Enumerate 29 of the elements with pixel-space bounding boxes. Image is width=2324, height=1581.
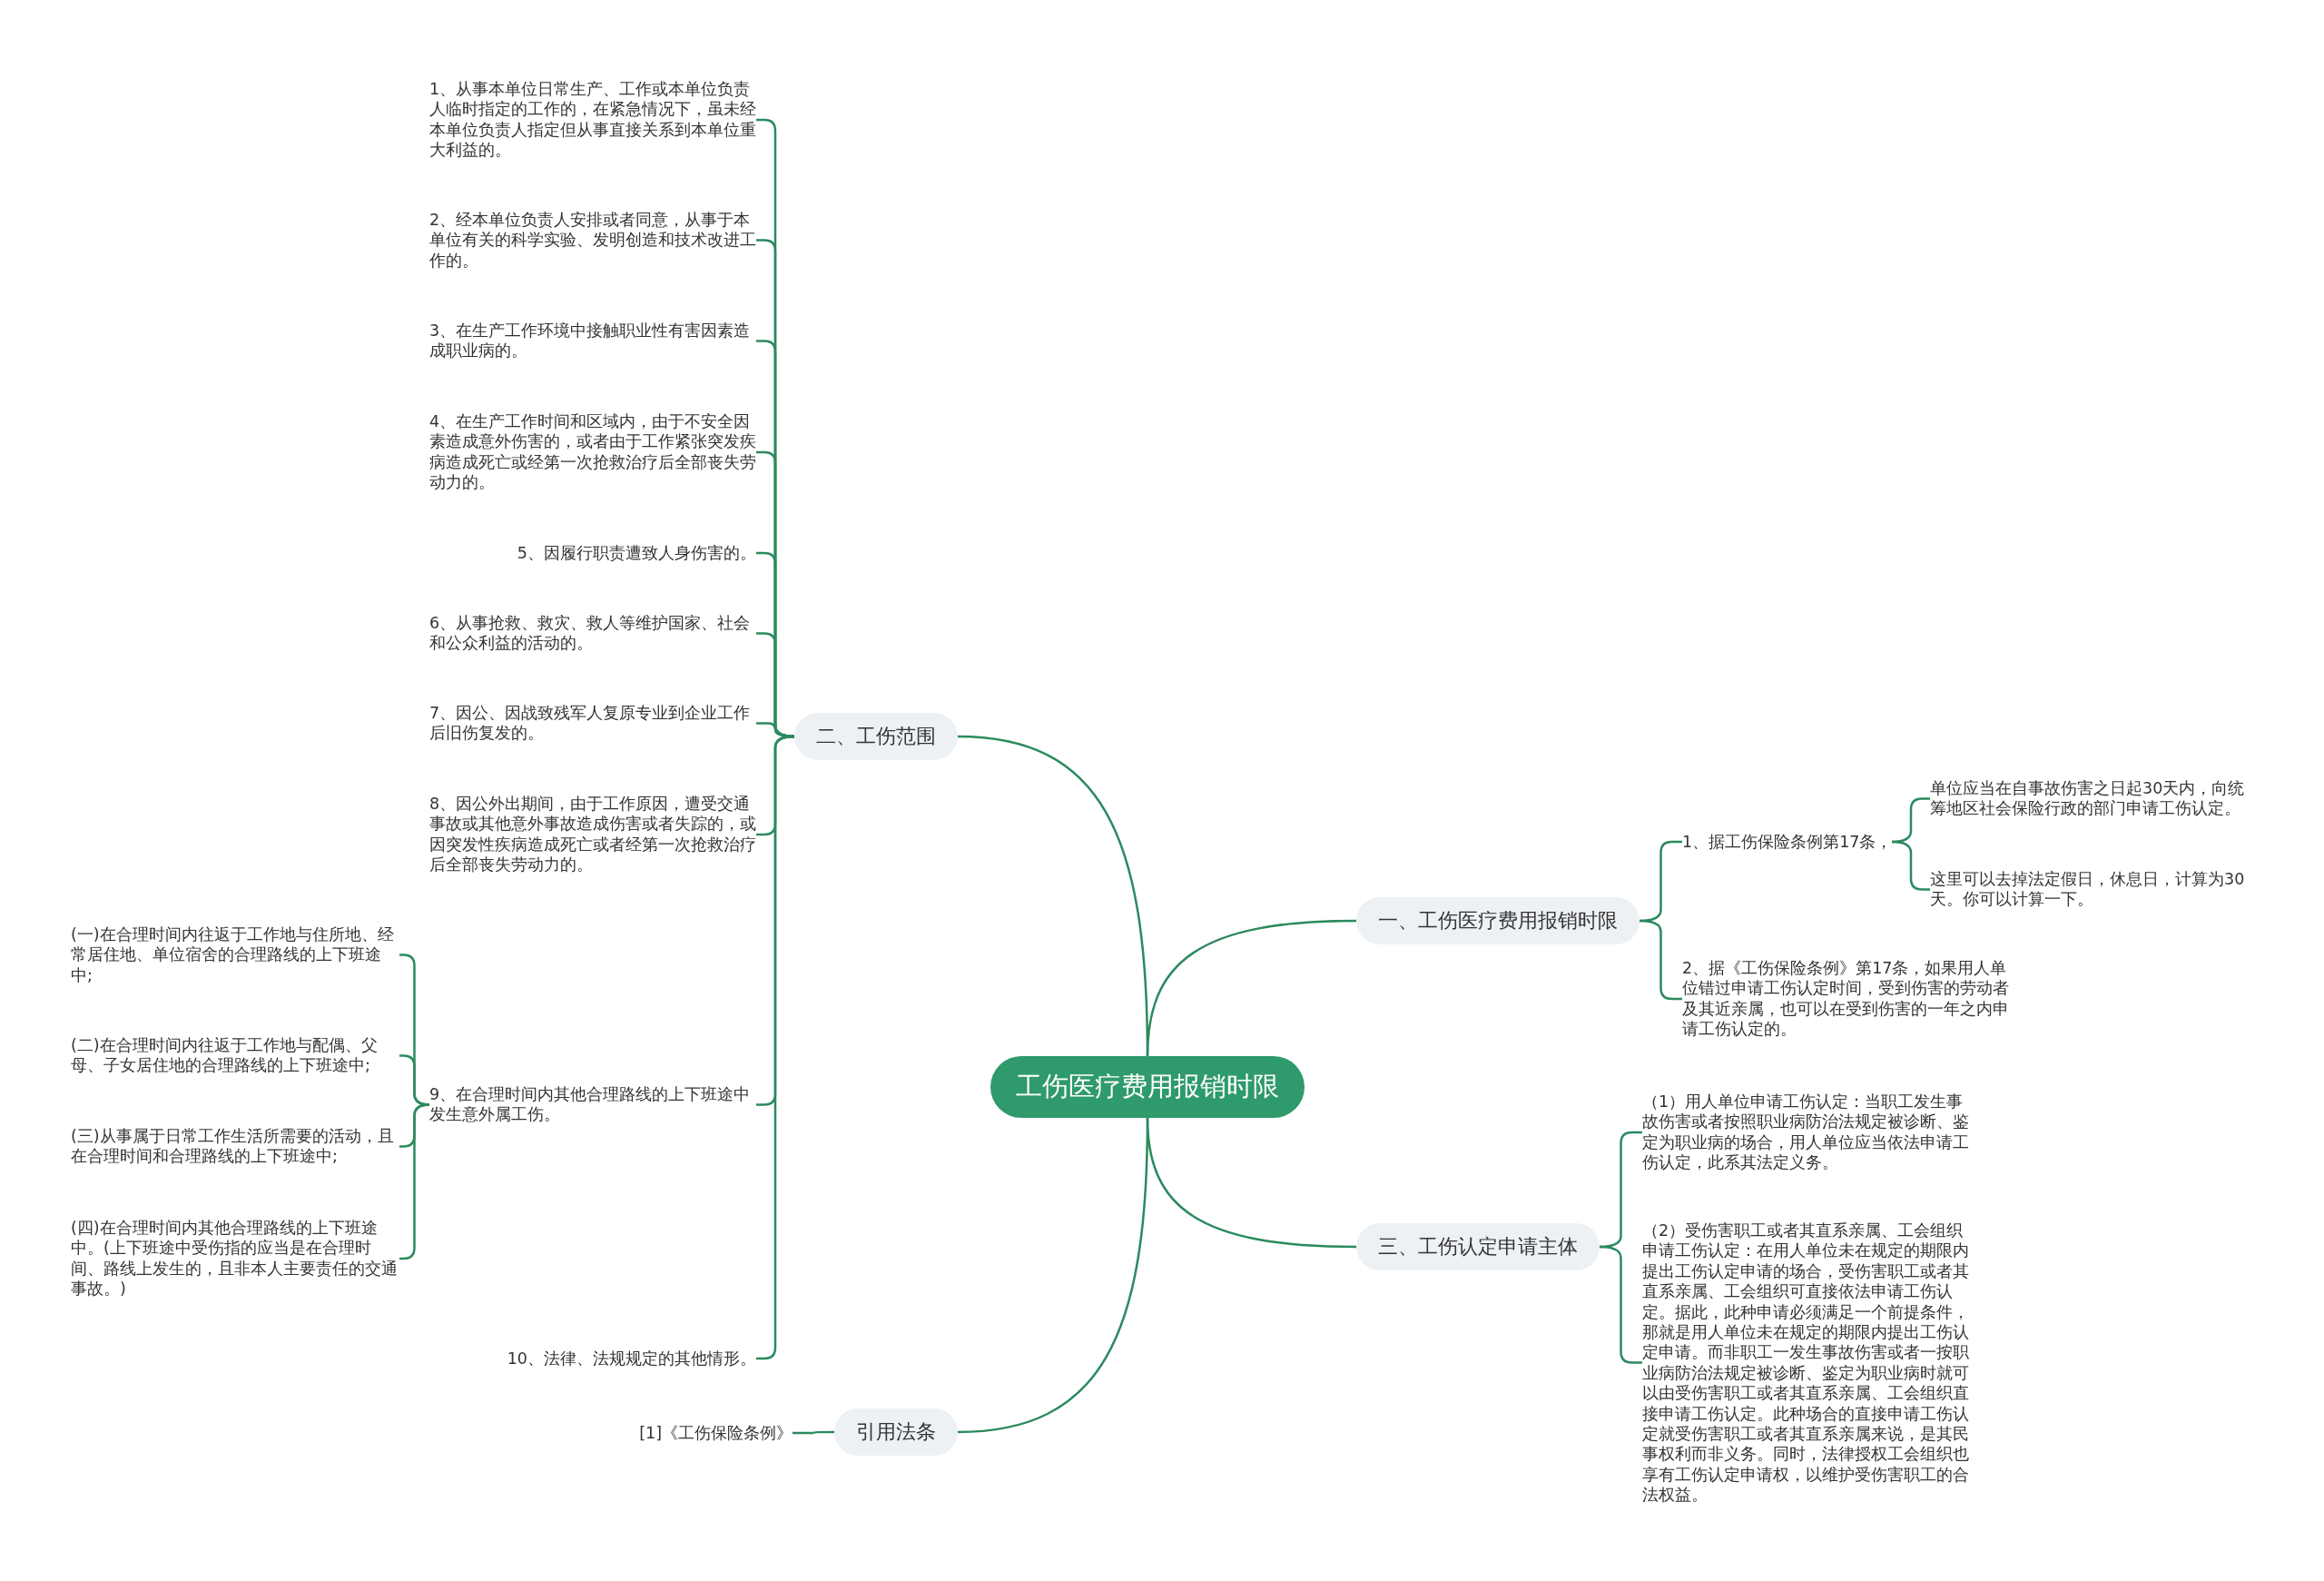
- connector-line: [793, 1430, 834, 1435]
- topic-text: 4、在生产工作时间和区域内，由于不安全因素造成意外伤害的，或者由于工作紧张突发疾病造成死亡或经第一次抢救治疗后全部丧失劳动力的。: [429, 410, 756, 495]
- topic-text: 7、因公、因战致残军人复原专业到企业工作后旧伤复发的。: [429, 701, 756, 746]
- topic-text: 2、经本单位负责人安排或者同意，从事于本单位有关的科学实验、发明创造和技术改进工作的。: [429, 208, 756, 273]
- topic-text: 这里可以去掉法定假日，休息日，计算为30天。你可以计算一下。: [1930, 867, 2257, 912]
- topic-text: 3、在生产工作环境中接触职业性有害因素造成职业病的。: [429, 319, 756, 363]
- topic-pill: 三、工伤认定申请主体: [1356, 1223, 1600, 1270]
- topic-text: 1、从事本单位日常生产、工作或本单位负责人临时指定的工作的，在紧急情况下，虽未经本单位负责人指定但从事直接关系到本单位重大利益的。: [429, 77, 756, 163]
- topic-text: （2）受伤害职工或者其直系亲属、工会组织申请工伤认定：在用人单位未在规定的期限内提出工伤认定申请的场合，受伤害职工或者其直系亲属、工会组织可直接依法申请工伤认定。据此，此种申请必须满足一个前提条件，那就是用人单位未在规定的期限内提出工伤认定申请。而非职工一发生事故伤害或者一按职业病防治法规定被诊断、鉴定为职业病时就可以由受伤害职工或者其直系亲属、工会组织直接申请工伤认定。此种场合的直接申请工伤认定就受伤害职工或者其直系亲属来说，是其民事权利而非义务。同时，法律授权工会组织也享有工伤认定申请权，以维护受伤害职工的合法权益。: [1642, 1219, 1974, 1507]
- topic-text: (四)在合理时间内其他合理路线的上下班途中。(上下班途中受伤指的应当是在合理时间、路线上发生的，且非本人主要责任的交通事故。): [71, 1216, 399, 1301]
- topic-text: 8、因公外出期间，由于工作原因，遭受交通事故或其他意外事故造成伤害或者失踪的，或因突发性疾病造成死亡或者经第一次抢救治疗后全部丧失劳动力的。: [429, 792, 756, 877]
- connector-line: [957, 1117, 1149, 1434]
- topic-pill: 引用法条: [834, 1408, 958, 1456]
- connector-line: [957, 735, 1149, 1057]
- topic-text: (一)在合理时间内往返于工作地与住所地、经常居住地、单位宿舍的合理路线的上下班途中;: [71, 923, 399, 988]
- topic-text: 2、据《工伤保险条例》第17条，如果用人单位错过申请工伤认定时间，受到伤害的劳动者及其近亲属，也可以在受到伤害的一年之内申请工伤认定的。: [1682, 956, 2014, 1042]
- topic-text: 1、据工伤保险条例第17条，: [1682, 830, 1893, 855]
- topic-text: 5、因履行职责遭致人身伤害的。: [517, 541, 756, 566]
- topic-text: 9、在合理时间内其他合理路线的上下班途中发生意外属工伤。: [429, 1082, 756, 1127]
- topic-text: (三)从事属于日常工作生活所需要的活动，且在合理时间和合理路线的上下班途中;: [71, 1124, 399, 1169]
- topic-text: （1）用人单位申请工伤认定：当职工发生事故伤害或者按照职业病防治法规定被诊断、鉴定为职业病的场合，用人单位应当依法申请工伤认定，此系其法定义务。: [1642, 1090, 1974, 1175]
- central-topic: 工伤医疗费用报销时限: [990, 1056, 1305, 1118]
- topic-text: [1]《工伤保险条例》: [639, 1421, 793, 1446]
- topic-pill: 二、工伤范围: [794, 713, 958, 760]
- topic-pill: 一、工伤医疗费用报销时限: [1356, 897, 1640, 944]
- topic-text: 单位应当在自事故伤害之日起30天内，向统筹地区社会保险行政的部门申请工伤认定。: [1930, 776, 2257, 821]
- topic-text: (二)在合理时间内往返于工作地与配偶、父母、子女居住地的合理路线的上下班途中;: [71, 1033, 399, 1078]
- topic-text: 6、从事抢救、救灾、救人等维护国家、社会和公众利益的活动的。: [429, 611, 756, 656]
- topic-text: 10、法律、法规规定的其他情形。: [507, 1347, 756, 1371]
